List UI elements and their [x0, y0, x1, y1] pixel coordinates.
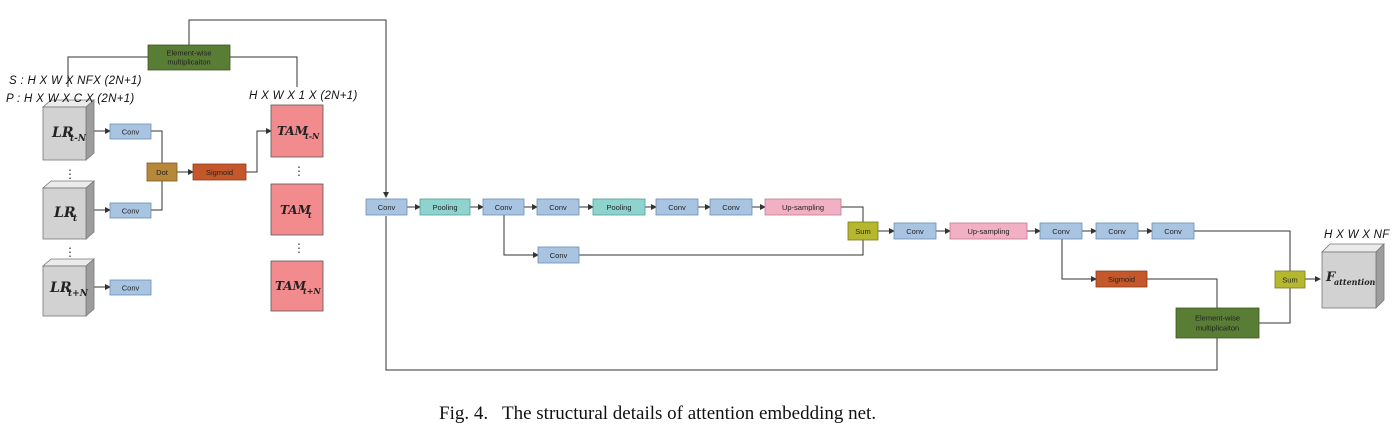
- conv-block: Conv: [109, 202, 152, 219]
- elementwise-block-left: Element-wise multiplicaiton: [147, 44, 231, 71]
- svg-text:Sum: Sum: [1282, 276, 1297, 285]
- sigmoid-block: Sigmoid: [192, 163, 247, 181]
- pooling-block: Pooling: [592, 198, 646, 216]
- svg-text:Conv: Conv: [122, 284, 140, 293]
- connector-lines: [67, 19, 1321, 371]
- ellipsis-2: ⋮: [64, 245, 76, 259]
- lr-label-sub-t: t: [73, 214, 78, 224]
- svg-text:Conv: Conv: [906, 227, 924, 236]
- conv-block: Conv: [1039, 222, 1083, 240]
- dim-label-output: H X W X NF: [1324, 229, 1390, 241]
- ellipsis-1: ⋮: [64, 167, 76, 181]
- svg-text:TAM: TAM: [280, 203, 312, 217]
- upsampling-block: Up-sampling: [949, 222, 1028, 240]
- svg-text:multiplicaiton: multiplicaiton: [1196, 324, 1239, 333]
- output-cube-f-attention: F attention: [1321, 243, 1385, 309]
- svg-text:Pooling: Pooling: [606, 203, 631, 212]
- upsampling-block: Up-sampling: [764, 198, 842, 216]
- svg-text:Up-sampling: Up-sampling: [782, 203, 824, 212]
- conv-block: Conv: [655, 198, 699, 216]
- lr-label-main: LR: [51, 125, 73, 141]
- svg-text:t+N: t+N: [303, 286, 321, 296]
- tam-box-t-plus-n: TAM t+N: [270, 260, 324, 312]
- svg-text:Conv: Conv: [1164, 227, 1182, 236]
- dim-label-p: P : H X W X C X (2N+1): [6, 93, 135, 105]
- svg-text:TAM: TAM: [277, 124, 309, 138]
- conv-block: Conv: [109, 279, 152, 296]
- sum-block: Sum: [1274, 270, 1306, 289]
- ellipsis-3: ⋮: [293, 164, 305, 178]
- lr-cube-t-plus-n: LR t+N: [41, 258, 96, 317]
- figure-caption: Fig. 4. The structural details of attent…: [439, 403, 876, 424]
- conv-block: Conv: [365, 198, 408, 216]
- conv-block: Conv: [1095, 222, 1139, 240]
- lr-label-sub-t-plus-n: t+N: [68, 289, 89, 299]
- sigmoid-block: Sigmoid: [1095, 270, 1148, 288]
- lr-label-main: LR: [53, 205, 75, 221]
- svg-text:t-N: t-N: [305, 131, 320, 141]
- conv-block: Conv: [536, 198, 580, 216]
- svg-text:Conv: Conv: [122, 207, 140, 216]
- svg-text:Conv: Conv: [378, 203, 396, 212]
- svg-text:Dot: Dot: [156, 168, 169, 177]
- svg-text:Up-sampling: Up-sampling: [967, 227, 1009, 236]
- svg-text:Conv: Conv: [1108, 227, 1126, 236]
- tam-box-t-n: TAM t-N: [270, 104, 324, 158]
- dot-block: Dot: [146, 162, 178, 182]
- lr-cube-t: LR t: [41, 180, 96, 240]
- svg-text:Conv: Conv: [550, 251, 568, 260]
- svg-text:Conv: Conv: [495, 203, 513, 212]
- pooling-block: Pooling: [419, 198, 471, 216]
- conv-block: Conv: [709, 198, 753, 216]
- svg-text:Element-wise: Element-wise: [1195, 314, 1240, 323]
- svg-text:multiplicaiton: multiplicaiton: [167, 58, 210, 67]
- svg-text:TAM: TAM: [275, 279, 307, 293]
- svg-text:Pooling: Pooling: [432, 203, 457, 212]
- svg-text:Conv: Conv: [549, 203, 567, 212]
- lr-label-sub-t-n: t-N: [70, 134, 87, 144]
- svg-text:F: F: [1325, 270, 1336, 285]
- svg-text:Conv: Conv: [1052, 227, 1070, 236]
- svg-text:Conv: Conv: [722, 203, 740, 212]
- lr-label-main: LR: [49, 280, 71, 296]
- svg-text:Conv: Conv: [668, 203, 686, 212]
- conv-block: Conv: [893, 222, 937, 240]
- dim-label-s: S : H X W X NFX (2N+1): [9, 75, 142, 87]
- svg-text:attention: attention: [1334, 277, 1376, 287]
- tam-box-t: TAM t: [270, 183, 324, 236]
- svg-text:Sigmoid: Sigmoid: [206, 168, 233, 177]
- elementwise-block-right: Element-wise multiplicaiton: [1175, 307, 1260, 339]
- conv-block: Conv: [482, 198, 525, 216]
- svg-text:Conv: Conv: [122, 128, 140, 137]
- svg-text:Element-wise: Element-wise: [166, 49, 211, 58]
- svg-text:Sum: Sum: [855, 227, 870, 236]
- conv-block: Conv: [109, 123, 152, 140]
- conv-block: Conv: [1151, 222, 1195, 240]
- dim-label-tam: H X W X 1 X (2N+1): [249, 90, 358, 102]
- lr-cube-t-n: LR t-N: [41, 99, 96, 161]
- svg-text:t: t: [308, 210, 312, 220]
- svg-text:Sigmoid: Sigmoid: [1108, 275, 1135, 284]
- ellipsis-4: ⋮: [293, 241, 305, 255]
- sum-block: Sum: [847, 221, 879, 241]
- conv-block: Conv: [537, 246, 580, 264]
